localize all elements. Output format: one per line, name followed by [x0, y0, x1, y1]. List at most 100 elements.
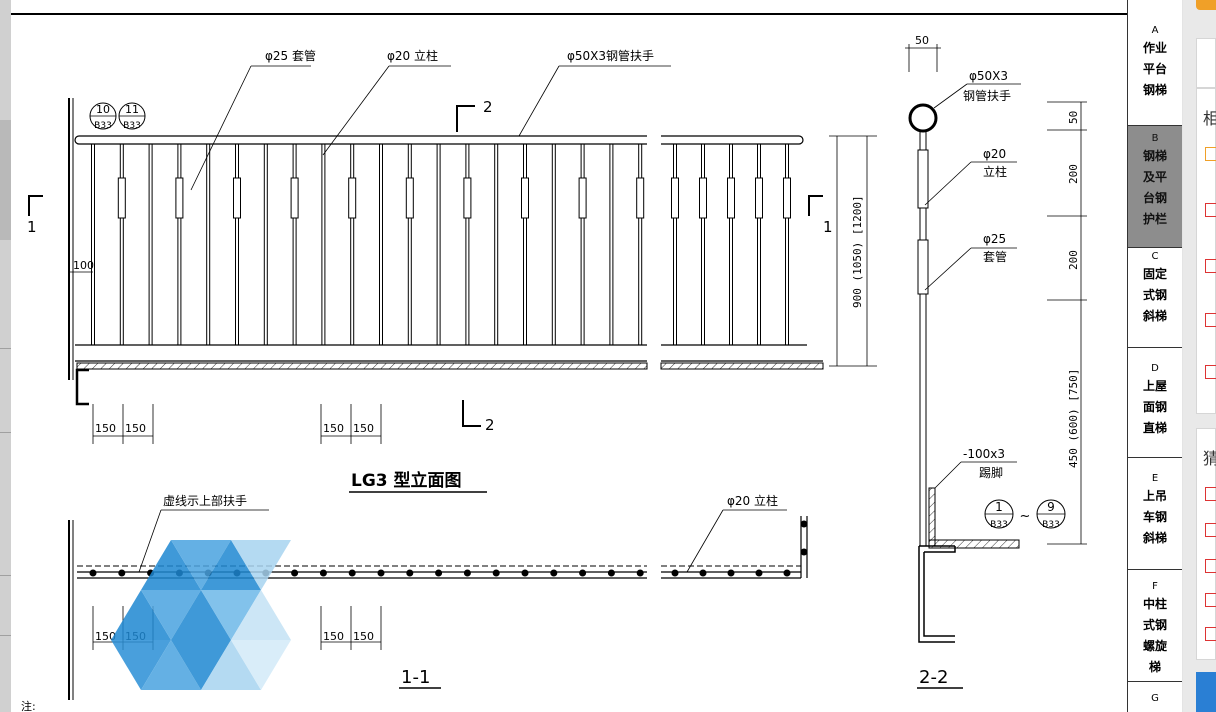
blue-banner[interactable]: [1196, 672, 1216, 712]
checkbox-icon[interactable]: [1205, 313, 1216, 327]
dim-150: 150: [323, 422, 344, 435]
section-sleeve-label: 套管: [983, 249, 1007, 264]
orange-button[interactable]: [1196, 0, 1216, 10]
post-sleeve: [783, 177, 791, 219]
post-sleeve: [405, 177, 414, 219]
panel-card-guess: 猜: [1196, 428, 1216, 660]
plan-post-dot: [521, 569, 529, 577]
index-item-b[interactable]: B 钢梯及平台钢护栏: [1128, 126, 1182, 248]
gutter-divider: [0, 575, 11, 576]
checkbox-icon[interactable]: [1205, 523, 1216, 537]
post-label: φ20 立柱: [387, 48, 438, 63]
dashed-note: 虚线示上部扶手: [163, 493, 247, 508]
post-sleeve: [755, 177, 763, 219]
right-panel: 相 猜: [1183, 0, 1216, 712]
left-gutter-tab[interactable]: [0, 120, 11, 240]
plan-post-dot: [755, 569, 763, 577]
section-ref-sheet: B33: [990, 520, 1008, 530]
panel-card-related: 相: [1196, 88, 1216, 414]
plan-post-dot: [319, 569, 327, 577]
dim-200: 200: [1067, 164, 1080, 184]
plan-post-dot: [348, 569, 356, 577]
plan-title: 1-1: [401, 667, 430, 688]
post-sleeve: [117, 177, 126, 219]
section-mark-2-top: 2: [483, 98, 493, 116]
toe-board-label: 踢脚: [979, 465, 1003, 480]
plan-post-dot: [492, 569, 500, 577]
post-sleeve: [521, 177, 529, 219]
dim-height: 900 (1050) [1200]: [851, 195, 864, 308]
checkbox-icon[interactable]: [1205, 487, 1216, 501]
dim-50-top: 50: [915, 34, 929, 47]
post-sleeve: [699, 177, 707, 219]
plan-post-dot: [550, 569, 558, 577]
card-title: 猜: [1203, 449, 1216, 468]
index-item-c[interactable]: C 固定式钢斜梯: [1128, 248, 1182, 348]
index-item-a[interactable]: A 作业平台钢梯: [1128, 0, 1182, 126]
section-mark-2-bottom: 2: [485, 416, 495, 434]
card-title: 相: [1203, 109, 1216, 128]
plan-post-dot: [699, 569, 707, 577]
plan-post-dot: [435, 569, 443, 577]
plan-post-dot: [377, 569, 385, 577]
section-mark-1-left: 1: [27, 218, 37, 236]
plan-post-dot: [800, 548, 808, 556]
section-post-label: 立柱: [983, 164, 1007, 179]
checkbox-icon[interactable]: [1205, 147, 1216, 161]
note-label: 注:: [21, 699, 36, 712]
plan-post-label: φ20 立柱: [727, 493, 778, 508]
dim-150: 150: [323, 630, 344, 643]
plan-post-dot: [800, 520, 808, 528]
index-code: B: [1151, 133, 1159, 144]
index-item-d[interactable]: D 上屋面钢直梯: [1128, 348, 1182, 458]
panel-card-top: [1196, 38, 1216, 88]
gutter-divider: [0, 432, 11, 433]
plan-post-dot: [579, 569, 587, 577]
checkbox-icon[interactable]: [1205, 259, 1216, 273]
checkbox-icon[interactable]: [1205, 203, 1216, 217]
checkbox-icon[interactable]: [1205, 593, 1216, 607]
index-item-e[interactable]: E 上吊车钢斜梯: [1128, 458, 1182, 570]
plan-post-dot: [727, 569, 735, 577]
watermark-logo: [111, 540, 291, 690]
elevation-title: LG3 型立面图: [351, 470, 462, 491]
index-label: 钢梯及平台钢护栏: [1142, 149, 1167, 226]
dim-150: 150: [95, 422, 116, 435]
post-sleeve: [290, 177, 299, 219]
plan-view: [68, 509, 808, 700]
index-item-f[interactable]: F 中柱式钢螺旋梯: [1128, 570, 1182, 682]
index-code: A: [1151, 25, 1159, 36]
checkbox-icon[interactable]: [1205, 627, 1216, 641]
index-label: 固定式钢斜梯: [1142, 267, 1167, 323]
section-ref-from: 1: [995, 500, 1003, 514]
dim-150: 150: [353, 630, 374, 643]
detail-ref-sheet: B33: [123, 121, 141, 131]
elevation-view: [28, 65, 877, 493]
detail-ref-number: 10: [96, 103, 110, 116]
handrail-label: φ50X3钢管扶手: [567, 48, 654, 63]
toe-board-label: -100x3: [963, 447, 1005, 461]
side-index: A 作业平台钢梯 B 钢梯及平台钢护栏 C 固定式钢斜梯 D 上屋面钢直梯 E …: [1127, 0, 1182, 712]
index-code: D: [1151, 363, 1159, 374]
post-sleeve: [348, 177, 357, 219]
index-label: 上吊车钢斜梯: [1142, 489, 1167, 545]
gutter-divider: [0, 635, 11, 636]
section-handrail-label: φ50X3: [969, 69, 1008, 83]
post-sleeve: [671, 177, 679, 219]
post-sleeve: [233, 177, 241, 219]
plan-post-dot: [607, 569, 615, 577]
drawing-sheet: φ25 套管 φ20 立柱 φ50X3钢管扶手 1 1 2 2 10 B33 1…: [11, 0, 1127, 712]
section-ref-sep: ~: [1020, 509, 1031, 524]
handrail-line: [74, 135, 804, 145]
dim-150: 150: [125, 422, 146, 435]
checkbox-icon[interactable]: [1205, 365, 1216, 379]
index-item-g[interactable]: G: [1128, 682, 1182, 712]
plan-post-dot: [118, 569, 126, 577]
left-gutter: [0, 0, 11, 712]
post-sleeve: [175, 177, 184, 219]
index-code: F: [1152, 581, 1158, 592]
checkbox-icon[interactable]: [1205, 559, 1216, 573]
post-sleeve: [727, 177, 735, 219]
post-sleeve: [578, 177, 587, 219]
post-sleeve: [463, 177, 472, 219]
